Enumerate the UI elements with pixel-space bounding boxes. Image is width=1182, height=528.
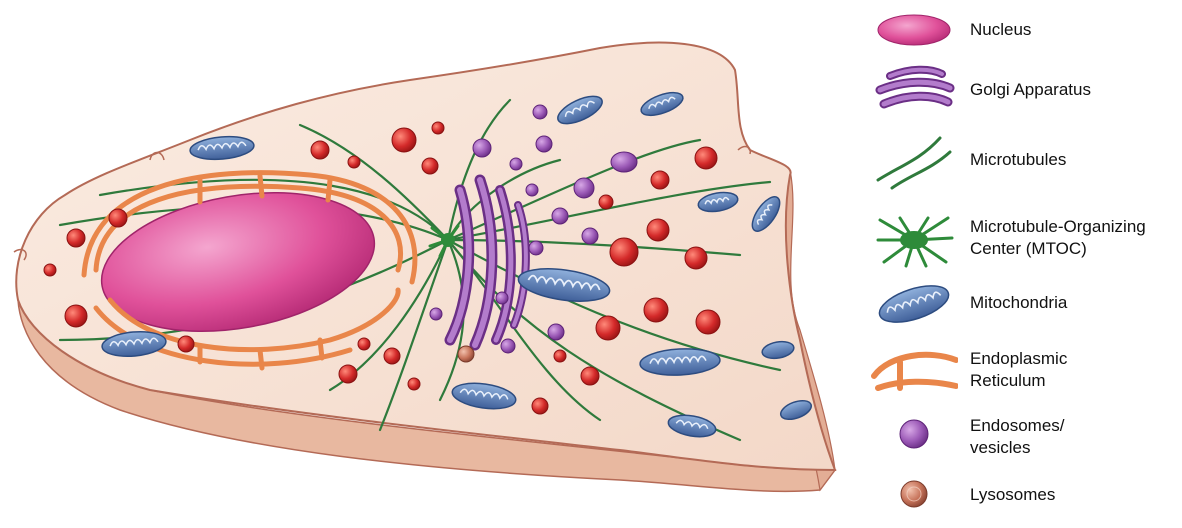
legend-label: Endoplasmic Reticulum xyxy=(970,348,1180,392)
legend-label: Endosomes/ vesicles xyxy=(970,415,1180,459)
legend-item-microtubules: Microtubules xyxy=(860,130,1182,190)
lysosome-icon xyxy=(870,468,958,528)
endoplasmic-reticulum-icon xyxy=(870,340,958,400)
legend-item-lysosomes: Lysosomes xyxy=(860,468,1182,528)
legend-item-endosomes: Endosomes/ vesicles xyxy=(860,408,1182,468)
legend-label: Lysosomes xyxy=(970,484,1180,506)
cell-illustration xyxy=(0,0,860,510)
legend-label: Microtubules xyxy=(970,149,1180,171)
legend-label: Mitochondria xyxy=(970,292,1180,314)
legend-label: Nucleus xyxy=(970,19,1180,41)
legend-item-golgi: Golgi Apparatus xyxy=(860,60,1182,120)
endosome-icon xyxy=(870,408,958,468)
microtubules-icon xyxy=(870,130,958,190)
mitochondria-icon xyxy=(870,272,958,332)
mtoc-icon xyxy=(870,210,958,270)
legend-item-er: Endoplasmic Reticulum xyxy=(860,340,1182,400)
legend-item-mtoc: Microtubule-Organizing Center (MTOC) xyxy=(860,210,1182,270)
legend-item-nucleus: Nucleus xyxy=(860,2,1182,62)
legend: Nucleus Golgi Apparatus Microtubules xyxy=(860,0,1182,510)
golgi-icon xyxy=(870,60,958,120)
lysosome xyxy=(458,346,474,362)
legend-item-mitochondria: Mitochondria xyxy=(860,272,1182,332)
nucleus-icon xyxy=(870,2,958,62)
legend-label: Microtubule-Organizing Center (MTOC) xyxy=(970,216,1180,260)
legend-label: Golgi Apparatus xyxy=(970,79,1180,101)
